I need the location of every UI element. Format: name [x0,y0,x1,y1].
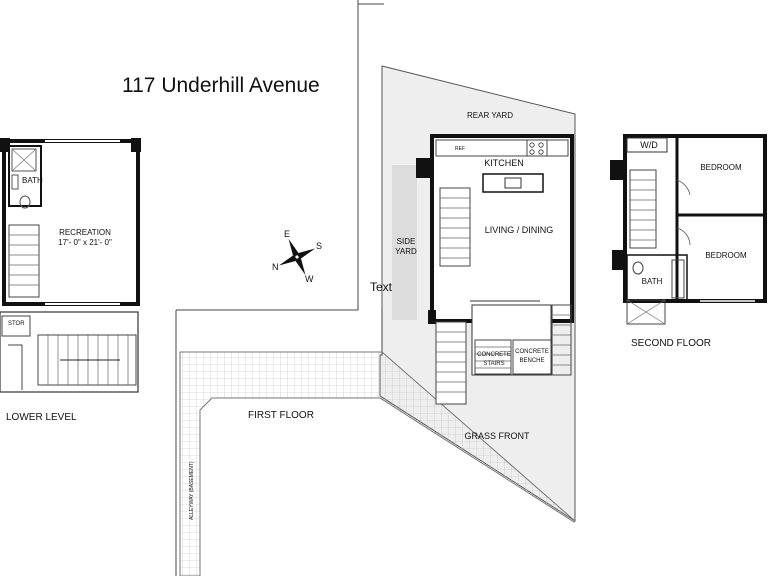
ref-label: REF [455,146,465,152]
side-yard-label-2: YARD [395,247,417,256]
first-floor-plan [416,134,574,405]
alleyway-label: ALLEYWAY (BASEMENT) [189,461,195,520]
recreation-label: RECREATION [59,228,111,237]
lower-level-label: LOWER LEVEL [6,412,77,423]
text-note: Text [370,280,393,294]
concrete-stairs-label-1: CONCRETE [477,352,511,358]
second-bath-label: BATH [642,277,663,286]
side-yard-label-1: SIDE [397,237,416,246]
bedroom-2-label: BEDROOM [705,251,747,260]
concrete-bench-label-1: CONCRETE [515,349,549,355]
first-floor-label: FIRST FLOOR [248,410,314,421]
compass-w: W [305,274,314,284]
bedroom-1-label: BEDROOM [700,163,742,172]
grass-front-label: GRASS FRONT [464,431,530,441]
plan-title: 117 Underhill Avenue [122,74,320,97]
storage-label: STOR [8,321,25,327]
kitchen-label: KITCHEN [484,158,524,168]
recreation-size: 17'- 0" x 21'- 0" [58,238,112,247]
compass-s: S [316,241,322,251]
compass-n: N [272,262,279,272]
rear-yard-label: REAR YARD [467,111,513,120]
second-floor-label: SECOND FLOOR [631,338,711,349]
lower-bath-label: BATH [22,176,43,185]
second-floor-plan [610,134,767,325]
compass-e: E [284,229,290,239]
lower-level-plan [0,138,141,393]
concrete-stairs-label-2: STAIRS [483,361,504,367]
living-dining-label: LIVING / DINING [485,225,554,235]
compass-icon [278,238,316,276]
concrete-bench-label-2: BENCHE [519,358,544,364]
wd-label: W/D [640,140,658,150]
